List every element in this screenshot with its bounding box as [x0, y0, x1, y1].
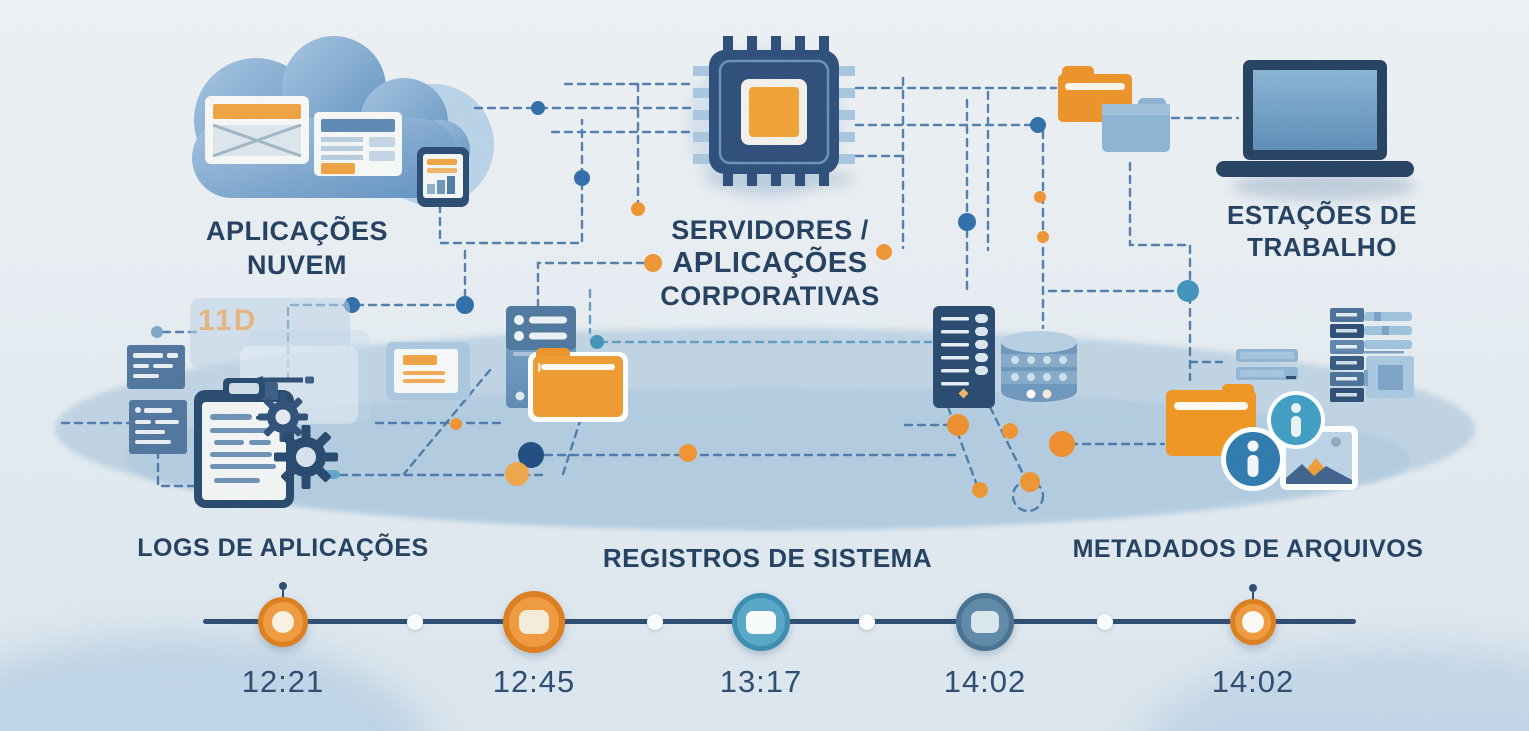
server-rack-icon	[933, 306, 995, 408]
junction-dot-orange	[947, 414, 969, 436]
timeline-marker-2	[503, 591, 565, 653]
log-card-icon	[129, 400, 187, 454]
log-card-icon	[127, 345, 185, 389]
dashed-connector	[1128, 161, 1192, 282]
timeline-stem-dot	[279, 582, 287, 590]
junction-dot-blue	[958, 213, 976, 231]
dashed-connector	[561, 416, 583, 476]
timeline-time-4: 14:02	[943, 664, 1027, 699]
timeline-small-dot	[859, 614, 875, 630]
cloud-apps-label-line2: NUVEM	[246, 250, 347, 280]
timeline-marker-4	[956, 593, 1014, 651]
timeline-marker-1-core	[272, 611, 294, 633]
junction-dot-blue	[531, 101, 545, 115]
junction-dot-blue	[1030, 117, 1046, 133]
timeline-small-dot	[1097, 614, 1113, 630]
note-card-icon	[386, 342, 470, 400]
junction-dot-blue	[574, 170, 590, 186]
junction-dot-orange	[972, 482, 988, 498]
timeline-marker-5	[1230, 599, 1276, 645]
chip-icon	[693, 36, 855, 186]
timeline-marker-4-core	[971, 611, 999, 633]
dashed-connector	[988, 405, 1028, 482]
info-icon-blue	[1221, 427, 1285, 491]
servers-apps-label-line2: APLICAÇÕES	[672, 247, 868, 279]
cloud-apps-label-line1: APLICAÇÕES	[205, 216, 389, 246]
laptop-icon	[1216, 60, 1414, 177]
tablet-icon	[417, 147, 469, 207]
cloud-apps-label: APLICAÇÕES NUVEM	[147, 214, 447, 282]
timeline-small-dot	[647, 614, 663, 630]
timeline-marker-1	[258, 597, 308, 647]
database-icon	[1001, 331, 1077, 402]
wide-bars-icon	[1236, 349, 1298, 380]
junction-dot-orange	[679, 444, 697, 462]
servers-apps-label: SERVIDORES / APLICAÇÕES CORPORATIVAS	[615, 214, 925, 313]
list-window-icon	[314, 112, 402, 176]
app-logs-label: LOGS DE APLICAÇÕES	[137, 534, 429, 562]
slider-bars-icon	[1364, 312, 1412, 354]
timeline-marker-3	[732, 593, 790, 651]
junction-dot-teal	[590, 335, 604, 349]
servers-apps-label-line3: CORPORATIVAS	[660, 281, 880, 311]
timeline-small-dot	[407, 614, 423, 630]
system-records-label: REGISTROS DE SISTEMA	[602, 543, 933, 573]
junction-dot-teal	[1177, 280, 1199, 302]
workstations-label-line2: TRABALHO	[1247, 232, 1397, 262]
servers-apps-label-line1: SERVIDORES /	[671, 215, 869, 245]
timeline-time-1: 12:21	[241, 664, 325, 699]
timeline-time-2: 12:45	[492, 664, 576, 699]
workstations-label: ESTAÇÕES DE TRABALHO	[1182, 199, 1462, 263]
junction-dot-orange	[1002, 423, 1018, 439]
file-list-icon	[1330, 308, 1364, 402]
junction-dot-orange	[1020, 472, 1040, 492]
junction-dot-orange	[1037, 231, 1049, 243]
timeline-marker-3-core	[746, 610, 776, 634]
junction-dot-orange	[450, 418, 462, 430]
workstations-label-line1: ESTAÇÕES DE	[1227, 200, 1417, 230]
timeline-time-3: 13:17	[719, 664, 803, 699]
junction-dot-orange	[1034, 191, 1046, 203]
timeline-marker-5-core	[1242, 611, 1264, 633]
watermark-text: 11D	[198, 304, 258, 337]
file-metadata-label: METADADOS DE ARQUIVOS	[1072, 535, 1424, 563]
junction-dot-orange	[505, 462, 529, 486]
browser-window-icon	[205, 96, 309, 164]
gear-icon-large	[274, 425, 338, 489]
folder-icon-center	[528, 348, 628, 422]
timeline-time-5: 14:02	[1211, 664, 1295, 699]
folder-icon-blue-top	[1102, 98, 1170, 152]
junction-pill-blue	[151, 326, 163, 338]
junction-dot-orange	[1049, 431, 1075, 457]
timeline-marker-2-core	[519, 610, 549, 634]
junction-dot-blue	[456, 296, 474, 314]
dashed-connector	[1188, 294, 1224, 382]
image-panel-icon	[1364, 356, 1414, 398]
timeline-stem-dot	[1249, 584, 1257, 592]
